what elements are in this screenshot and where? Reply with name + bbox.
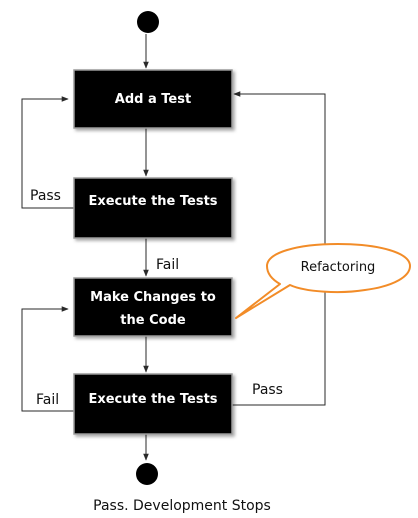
node-make-changes-label-line1: Make Changes to — [90, 290, 216, 305]
node-execute-tests-1-box — [73, 177, 233, 239]
node-add-a-test-box — [73, 69, 233, 129]
end-node — [136, 463, 158, 485]
edge-fail-loop-2 — [21, 306, 74, 412]
start-node — [137, 11, 159, 33]
end-caption: Pass. Development Stops — [93, 498, 271, 514]
node-make-changes-label-line2: the Code — [120, 313, 186, 328]
node-execute-tests-1: Execute the Tests — [73, 177, 233, 239]
node-make-changes-box — [73, 277, 233, 337]
edge-label-fail-2: Fail — [36, 392, 59, 408]
edge-label-pass-1: Pass — [30, 188, 61, 204]
refactoring-callout-label: Refactoring — [301, 260, 376, 275]
node-execute-tests-2-label: Execute the Tests — [88, 392, 217, 407]
refactoring-callout-bubble — [235, 243, 411, 319]
node-add-a-test-label: Add a Test — [115, 92, 191, 107]
refactoring-callout: Refactoring — [235, 243, 411, 319]
edge-label-fail-1: Fail — [156, 257, 179, 273]
node-add-a-test: Add a Test — [73, 69, 233, 129]
edge-label-pass-2: Pass — [252, 382, 283, 398]
node-execute-tests-1-label: Execute the Tests — [88, 194, 217, 209]
node-execute-tests-2-box — [73, 373, 233, 435]
edge-pass-loop-1 — [21, 96, 74, 209]
node-execute-tests-2: Execute the Tests — [73, 373, 233, 435]
node-make-changes: Make Changes to the Code — [73, 277, 233, 337]
